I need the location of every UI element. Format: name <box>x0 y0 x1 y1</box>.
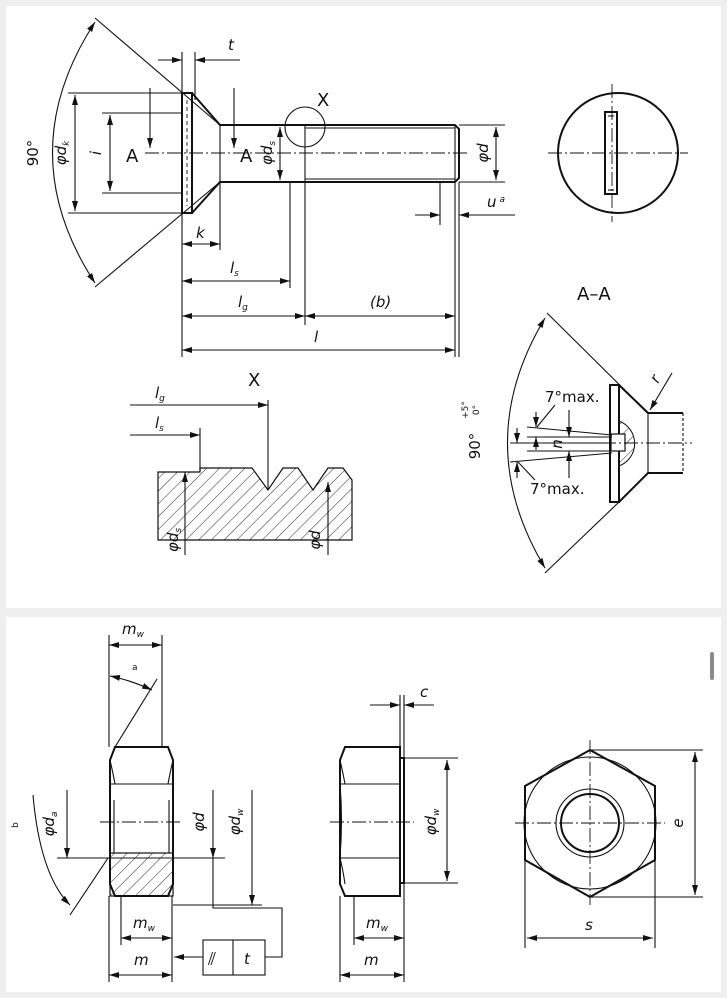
c-label: c <box>420 683 429 701</box>
nut-d-label: φd <box>190 812 208 832</box>
r-label: r <box>646 371 665 386</box>
ds-label: φds <box>258 141 278 165</box>
washer-face <box>399 757 405 884</box>
nut-top-view: e s <box>515 740 703 948</box>
e-label: e <box>669 818 687 827</box>
i-label: i <box>87 150 105 155</box>
scrollbar-thumb[interactable] <box>710 652 714 680</box>
bolt-head-end-view <box>548 84 688 222</box>
head-angle-label: 90° <box>24 140 42 167</box>
section-marker-a-left: A <box>126 146 139 167</box>
a-label: a <box>132 663 138 673</box>
ls-label: ls <box>230 259 239 279</box>
detail-marker-x: X <box>317 90 329 111</box>
dk-label: φdk <box>52 140 72 165</box>
side-m-label: m <box>364 951 379 969</box>
section-marker-a-right: A <box>240 146 253 167</box>
k-label: k <box>196 224 206 242</box>
nut-mw-bottom-label: mw <box>133 914 156 934</box>
tolerance-upper: +5° <box>461 401 471 419</box>
slot-angle-top: 7°max. <box>545 388 600 406</box>
bolt-shank <box>191 92 460 214</box>
lg-label: lg <box>238 293 248 313</box>
detail-d-label: φd <box>306 530 324 550</box>
nut-side-view: c φdw mw m <box>330 683 458 982</box>
tolerance-value: t <box>244 950 251 968</box>
slot-angle-bottom: 7°max. <box>530 480 585 498</box>
side-mw-label: mw <box>366 914 389 934</box>
detail-title: X <box>248 370 260 391</box>
detail-x-view: X lg ls φds φd <box>130 370 353 555</box>
angle-arc <box>51 21 96 284</box>
d-label: φd <box>474 143 492 163</box>
thread-profile-hatched <box>157 467 353 541</box>
b-label: b <box>11 822 21 828</box>
side-dw-label: φdw <box>422 808 442 835</box>
nut-m-label: m <box>134 951 149 969</box>
t-label: t <box>228 36 235 54</box>
nut-dw-label: φdw <box>226 808 246 835</box>
section-title: A–A <box>577 284 611 305</box>
n-label: n <box>548 439 566 449</box>
detail-lg-label: lg <box>155 384 165 404</box>
detail-circle <box>284 106 326 148</box>
b-label: (b) <box>370 293 391 311</box>
section-angle-label: 90° <box>466 433 484 460</box>
nut-mw-top-label: mw <box>122 620 145 640</box>
nut-section-view: mw a b φda φd φdw ⫽ t mw m <box>11 620 283 982</box>
da-label: φda <box>40 812 60 837</box>
bolt-drawing-panel <box>6 6 721 608</box>
nut-hatched-section <box>109 852 174 897</box>
tolerance-lower: 0° <box>472 405 482 415</box>
detail-ds-label: φds <box>164 528 184 552</box>
total-runout-symbol: ⫽ <box>207 949 216 970</box>
s-label: s <box>585 916 593 934</box>
l-label: l <box>314 328 319 346</box>
detail-ls-label: ls <box>155 414 164 434</box>
section-a-a-view: A–A 90° +5° 0° n 7°max. 7°max. r <box>461 284 692 574</box>
